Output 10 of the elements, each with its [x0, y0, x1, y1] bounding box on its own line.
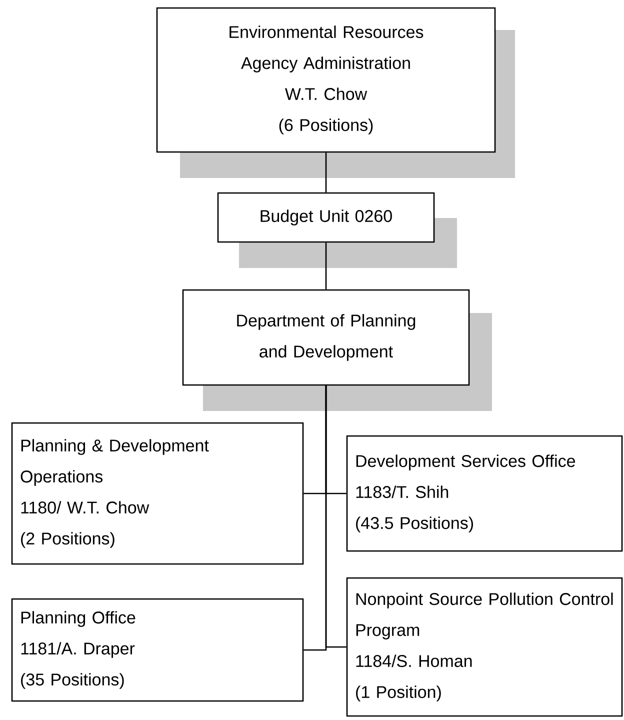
org-box: Planning & Development Operations 1180/ W.T. Chow (2 Positions) [11, 422, 304, 565]
org-box: Budget Unit 0260 [217, 192, 435, 243]
org-box: Nonpoint Source Pollution Control Program 1184/S. Homan (1 Position) [346, 577, 623, 717]
org-box: Department of Planning and Development [182, 289, 470, 386]
org-box: Environmental Resources Agency Administration W.T. Chow (6 Positions) [156, 7, 496, 153]
org-box: Development Services Office 1183/T. Shih (43.5 Positions) [346, 435, 623, 552]
connector-line [325, 386, 346, 648]
connector-line [325, 152, 327, 192]
connector-line [325, 242, 327, 290]
org-box: Planning Office 1181/A. Draper (35 Positions) [11, 598, 304, 702]
